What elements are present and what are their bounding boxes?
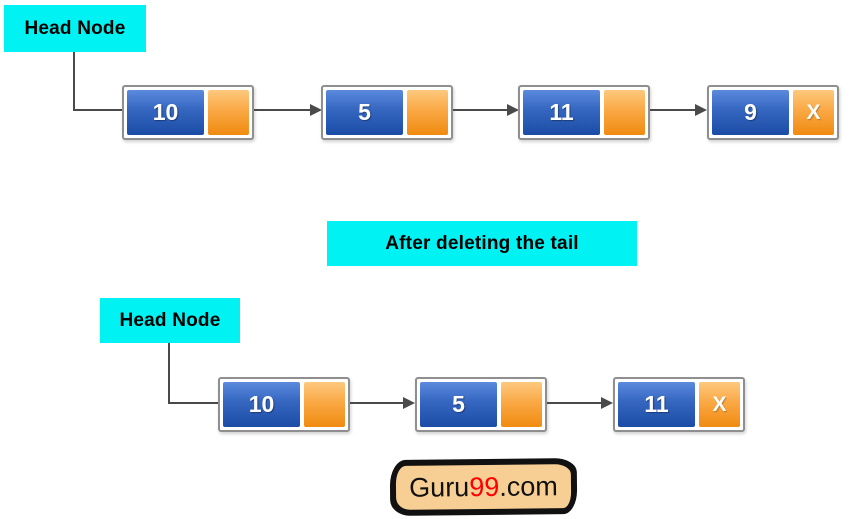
node-value: 9 bbox=[744, 99, 757, 125]
node-bottom-2: 5 bbox=[415, 377, 547, 432]
connector-line-bottom-1 bbox=[350, 402, 404, 404]
arrow-head-icon bbox=[695, 104, 707, 116]
head-connector-vline-bottom bbox=[168, 343, 170, 404]
node-data-cell: 9 bbox=[712, 90, 789, 135]
node-data-cell: 10 bbox=[223, 382, 300, 427]
connector-line-top-1 bbox=[254, 109, 312, 111]
node-top-2: 5 bbox=[321, 85, 453, 140]
node-value: 10 bbox=[248, 391, 275, 417]
node-value: 10 bbox=[152, 99, 179, 125]
node-bottom-3: 11 X bbox=[613, 377, 745, 432]
node-pointer-cell bbox=[304, 382, 345, 427]
node-data-cell: 5 bbox=[420, 382, 497, 427]
node-value: 5 bbox=[358, 99, 371, 125]
node-data-cell: 11 bbox=[523, 90, 600, 135]
head-node-label-bottom: Head Node bbox=[100, 298, 240, 343]
node-data-cell: 5 bbox=[326, 90, 403, 135]
node-pointer-cell bbox=[604, 90, 645, 135]
arrow-head-icon bbox=[403, 397, 415, 409]
node-value: 11 bbox=[644, 391, 669, 417]
connector-line-top-2 bbox=[453, 109, 508, 111]
node-data-cell: 11 bbox=[618, 382, 695, 427]
node-top-1: 10 bbox=[122, 85, 254, 140]
logo-word: Guru bbox=[409, 471, 470, 503]
node-top-4: 9 X bbox=[707, 85, 839, 140]
head-node-label-bottom-text: Head Node bbox=[119, 309, 221, 331]
node-null-marker: X bbox=[712, 392, 727, 416]
node-pointer-cell: X bbox=[793, 90, 834, 135]
node-pointer-cell bbox=[208, 90, 249, 135]
head-node-label-top: Head Node bbox=[4, 5, 146, 52]
logo-number: 99 bbox=[469, 471, 500, 502]
node-value: 11 bbox=[549, 99, 574, 125]
connector-line-top-3 bbox=[650, 109, 696, 111]
head-connector-vline-top bbox=[73, 52, 75, 111]
arrow-head-icon bbox=[507, 104, 519, 116]
node-pointer-cell: X bbox=[699, 382, 740, 427]
node-data-cell: 10 bbox=[127, 90, 204, 135]
head-connector-hline-top bbox=[73, 109, 122, 111]
node-value: 5 bbox=[452, 391, 465, 417]
node-null-marker: X bbox=[806, 100, 821, 124]
caption-box: After deleting the tail bbox=[327, 221, 637, 266]
node-bottom-1: 10 bbox=[218, 377, 350, 432]
logo-domain: .com bbox=[499, 470, 558, 502]
arrow-head-icon bbox=[310, 104, 322, 116]
arrow-head-icon bbox=[601, 397, 613, 409]
head-connector-hline-bottom bbox=[168, 402, 218, 404]
connector-line-bottom-2 bbox=[547, 402, 602, 404]
node-top-3: 11 bbox=[518, 85, 650, 140]
node-pointer-cell bbox=[407, 90, 448, 135]
head-node-label-top-text: Head Node bbox=[24, 17, 126, 39]
node-pointer-cell bbox=[501, 382, 542, 427]
caption-text: After deleting the tail bbox=[385, 232, 579, 254]
